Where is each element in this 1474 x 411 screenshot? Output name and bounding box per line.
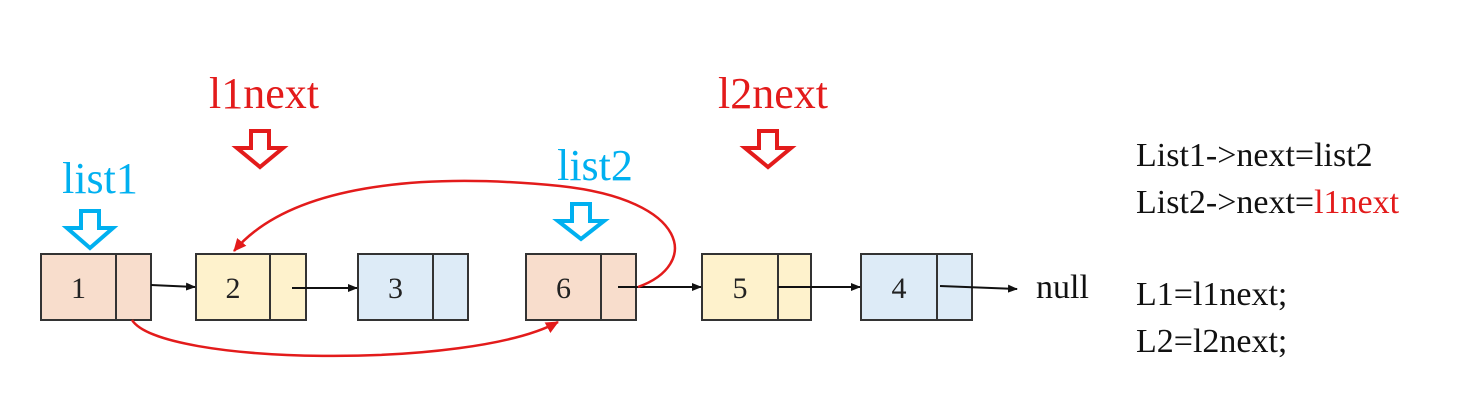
code-line-3: L1=l1next;	[1136, 276, 1288, 313]
code-line-2-highlight: l1next	[1314, 184, 1400, 221]
node-value-cell	[357, 253, 434, 321]
node-value: 6	[556, 272, 571, 305]
pointer-label: l2next	[718, 69, 828, 118]
down-arrow-icon	[552, 202, 610, 242]
relink-arrow-6-to-2	[233, 179, 676, 289]
pointer-label: list1	[62, 154, 138, 203]
code-line-4: L2=l2next;	[1136, 323, 1288, 360]
down-arrow-icon	[739, 129, 797, 170]
node-value-cell	[40, 253, 117, 321]
node-value-cell	[860, 253, 938, 321]
node-value: 2	[226, 272, 241, 305]
next-arrow-4-to-null	[939, 284, 1018, 293]
code-line-2: List2->next=l1next	[1136, 179, 1399, 226]
null-label: null	[1036, 269, 1089, 306]
node-value: 3	[388, 272, 403, 305]
code-line-2-prefix: List2->next=	[1136, 184, 1315, 221]
pointer-l1next: l1next	[209, 69, 319, 170]
node-next-cell	[115, 253, 152, 321]
pointer-l2next: l2next	[718, 69, 828, 170]
next-arrow-1-to-2	[150, 282, 196, 291]
list-node-1: 1	[40, 253, 152, 321]
code-line-1: List1->next=list2	[1136, 137, 1373, 174]
node-value-cell	[525, 253, 602, 321]
pointer-label: list2	[557, 141, 633, 190]
down-arrow-icon	[231, 129, 289, 170]
node-value: 5	[733, 272, 748, 305]
list-node-2: 2	[195, 253, 307, 321]
node-next-cell	[432, 253, 469, 321]
pointer-label: l1next	[209, 69, 319, 118]
pointer-list1: list1	[61, 154, 138, 251]
list-node-3: 3	[357, 253, 469, 321]
relink-arrow-1-to-6	[130, 319, 559, 358]
node-value: 1	[71, 272, 86, 305]
code-block: List1->next=list2 List2->next=l1next L1=…	[1136, 132, 1399, 365]
node-value: 4	[892, 272, 907, 305]
code-spacer	[1136, 226, 1399, 271]
down-arrow-icon	[61, 209, 119, 251]
pointer-list2: list2	[552, 141, 633, 242]
